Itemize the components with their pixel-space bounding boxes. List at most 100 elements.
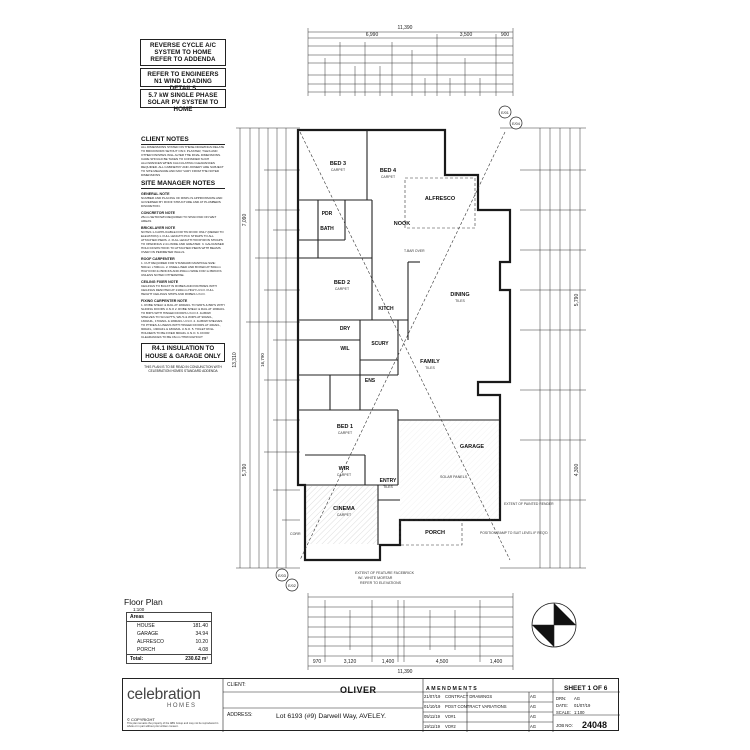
floor-plan-scale: 1:100 [133,607,145,612]
room-pdr: PDR [322,211,333,217]
dim-bottom-a: 3,120 [344,659,357,665]
note-title: GENERAL NOTE [141,192,170,196]
room-bed4-floor: CARPET [381,175,396,179]
marker-e01-label: E/01 [501,111,509,115]
room-dining-floor: TILES [455,299,465,303]
drn-value: AG [574,696,581,701]
dim-bottom-overall: 11,390 [398,669,413,675]
title-block: celebration HOMES © COPYRIGHT This plan … [122,678,620,732]
amend-desc: VO#1 [445,714,456,719]
area-value: 10.20 [195,639,208,645]
amend-by: AG [530,704,537,709]
note-text: NOTES 1-3 APPLICABLE FOR TIN ROOF ONLY (… [141,230,224,254]
solar-note-line2: SOLAR PV SYSTEM TO HOME [147,99,219,113]
annot-position-ramp: POSITION RAMP TO SUIT LEVEL IF REQ'D [480,531,548,535]
sheet-of: OF [592,685,602,692]
annot-tbar-over: T-BAR OVER [404,249,425,253]
room-bed2-floor: CARPET [335,287,350,291]
amend-date: 19/11/19 [424,724,440,729]
address-label: ADDRESS: [227,712,253,718]
note-text: 1. CUT REQUIRED FOR STANDARD MANHOLE SIZ… [141,261,222,277]
solar-note: 5.7 kW SINGLE PHASE SOLAR PV SYSTEM TO H… [140,89,226,113]
area-value: 181.40 [192,623,208,629]
room-alfresco: ALFRESCO [425,196,456,202]
dim-left-overall: 13,310 [232,352,238,368]
note-title: FIXING CARPENTER NOTE [141,299,188,303]
wind-note-line1: REFER TO ENGINEERS [147,71,219,78]
room-kitch: KITCH [378,306,394,312]
note-text: 1. ROBE SHELF & RAIL AT 1800AFL TO WIR'S… [141,303,225,339]
marker-e04-label: E/04 [512,122,520,126]
area-total-label: Total: [130,656,144,662]
amend-by: AG [530,724,537,729]
room-bath: BATH [320,226,334,232]
dim-left-b: 5,790 [242,464,248,477]
garage-hatch [400,420,500,520]
dim-right-b: 4,300 [574,464,580,477]
room-bed1-floor: CARPET [338,431,353,435]
floor-plan-title: Floor Plan [124,597,163,607]
marker-e02 [285,578,299,592]
room-entry-floor: TILES [383,485,393,489]
annot-extent-feature: EXTENT OF FEATURE FACEBRICK [355,571,415,575]
ac-note: REVERSE CYCLE A/C SYSTEM TO HOME REFER T… [140,39,226,66]
address-value: Lot 6193 (#9) Darwell Way, AVELEY. [276,713,387,720]
ac-note-line2: SYSTEM TO HOME [154,49,212,56]
room-cinema: CINEMA [333,506,355,512]
area-value: 34.94 [195,631,208,637]
scale-value: 1:100 [574,710,585,715]
celebration-logo: celebration [127,686,201,703]
note-text: 25mm SETDOWN REQUIRED TO SHAD PAD ON WET… [141,215,217,223]
note-title: CONCRETOR NOTE [141,211,176,215]
room-cinema-floor: CARPET [337,513,352,517]
marker-e03-label: E/03 [278,574,286,578]
dim-top-a: 6,990 [366,32,379,38]
solar-note-line1: 5.7 kW SINGLE PHASE [148,92,218,99]
elevation-markers: E/01 E/04 E/03 E/02 [275,105,523,592]
room-bed1: BED 1 [337,424,353,430]
room-wir: WIR [339,466,350,472]
room-family-floor: TILES [425,366,435,370]
room-bed2: BED 2 [334,280,350,286]
room-entry: ENTRY [380,478,397,484]
room-garage: GARAGE [460,444,484,450]
room-dining: DINING [450,292,469,298]
area-name: ALFRESCO [137,639,164,645]
client-label: CLIENT: [227,682,246,688]
ac-note-line3: REFER TO ADDENDA [150,56,216,63]
room-nook: NOOK [394,221,411,227]
room-scury: SCURY [371,341,389,347]
plan-annotations: EXTENT OF FEATURE FACEBRICK W/- WHITE MO… [290,249,554,585]
bottom-dimensions [307,593,514,670]
amend-by: AG [530,714,537,719]
left-dimensions [236,127,300,569]
room-bed3-floor: CARPET [331,168,346,172]
insulation-line1: R4.1 INSULATION TO [151,345,215,352]
area-value: 4.08 [198,647,208,653]
room-porch: PORCH [425,530,445,536]
drn-label: DRN: [556,696,567,701]
amend-date: 01/10/19 [424,704,441,709]
client-notes-text: ALL DIMENSIONS STATED ON THESE DRAWINGS … [141,145,225,177]
amend-desc: VO#2 [445,724,456,729]
area-total-value: 230.62 m² [185,656,208,662]
room-bed3: BED 3 [330,161,346,167]
dim-bottom-b: 1,400 [382,659,395,665]
area-total-row: Total: 230.62 m² [127,654,211,663]
dim-bottom-e: 970 [313,659,322,665]
note-title: ROOF CARPENTER [141,257,175,261]
title-block-grid [222,679,620,732]
amend-by: AG [530,694,537,699]
sheet-num: 1 [587,685,592,692]
ac-note-line1: REVERSE CYCLE A/C [149,42,217,49]
dim-bottom-d: 1,400 [490,659,503,665]
dim-top-b: 3,500 [460,32,473,38]
site-notes-heading: SITE MANAGER NOTES [141,180,225,189]
amend-desc: CONTRACT DRAWINGS [445,694,493,699]
marker-e04 [509,116,523,130]
sheet-total: 6 [603,685,608,692]
plan-read-note: THIS PLAN IS TO BE READ IN CONJUNCTION W… [144,365,222,373]
dim-right-a: 5,790 [574,294,580,307]
